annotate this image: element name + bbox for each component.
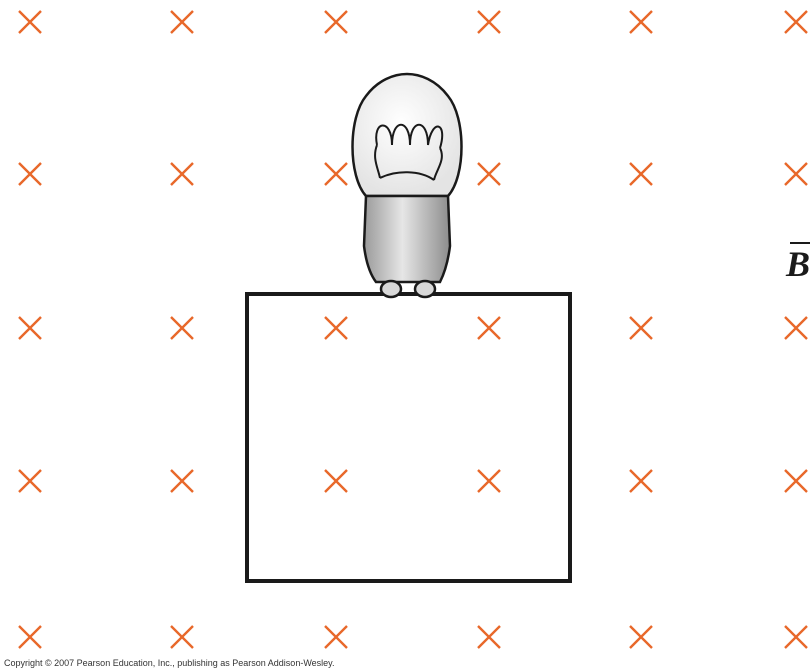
field-marker-icon bbox=[170, 625, 194, 649]
field-marker-icon bbox=[18, 10, 42, 34]
copyright-notice: Copyright © 2007 Pearson Education, Inc.… bbox=[4, 658, 335, 668]
wire-loop bbox=[245, 292, 572, 583]
field-marker-icon bbox=[324, 469, 348, 493]
magnetic-field-label: B bbox=[786, 242, 811, 284]
field-marker-icon bbox=[477, 469, 501, 493]
field-marker-icon bbox=[170, 316, 194, 340]
field-markers bbox=[18, 10, 808, 649]
field-marker-icon bbox=[629, 316, 653, 340]
field-marker-icon bbox=[18, 162, 42, 186]
bulb-glass bbox=[351, 72, 463, 198]
field-symbol: B bbox=[786, 244, 811, 284]
field-marker-icon bbox=[784, 162, 808, 186]
light-bulb bbox=[351, 72, 463, 299]
bulb-filament-support bbox=[374, 144, 443, 181]
field-marker-icon bbox=[784, 625, 808, 649]
field-marker-icon bbox=[629, 625, 653, 649]
field-marker-icon bbox=[477, 162, 501, 186]
field-marker-icon bbox=[784, 316, 808, 340]
bulb-contact-right bbox=[413, 279, 437, 299]
field-marker-icon bbox=[324, 162, 348, 186]
bulb-contact-left bbox=[379, 279, 403, 299]
field-marker-icon bbox=[784, 469, 808, 493]
field-marker-icon bbox=[784, 10, 808, 34]
field-marker-icon bbox=[324, 10, 348, 34]
field-marker-icon bbox=[170, 162, 194, 186]
field-marker-icon bbox=[629, 10, 653, 34]
bulb-filament bbox=[375, 124, 444, 149]
vector-bar bbox=[790, 242, 810, 244]
field-marker-icon bbox=[324, 316, 348, 340]
field-marker-icon bbox=[477, 316, 501, 340]
field-marker-icon bbox=[170, 469, 194, 493]
field-marker-icon bbox=[477, 10, 501, 34]
field-marker-icon bbox=[18, 469, 42, 493]
field-marker-icon bbox=[170, 10, 194, 34]
field-marker-icon bbox=[629, 469, 653, 493]
field-marker-icon bbox=[18, 625, 42, 649]
field-marker-icon bbox=[18, 316, 42, 340]
field-marker-icon bbox=[477, 625, 501, 649]
bulb-base bbox=[362, 194, 452, 284]
field-marker-icon bbox=[629, 162, 653, 186]
field-marker-icon bbox=[324, 625, 348, 649]
